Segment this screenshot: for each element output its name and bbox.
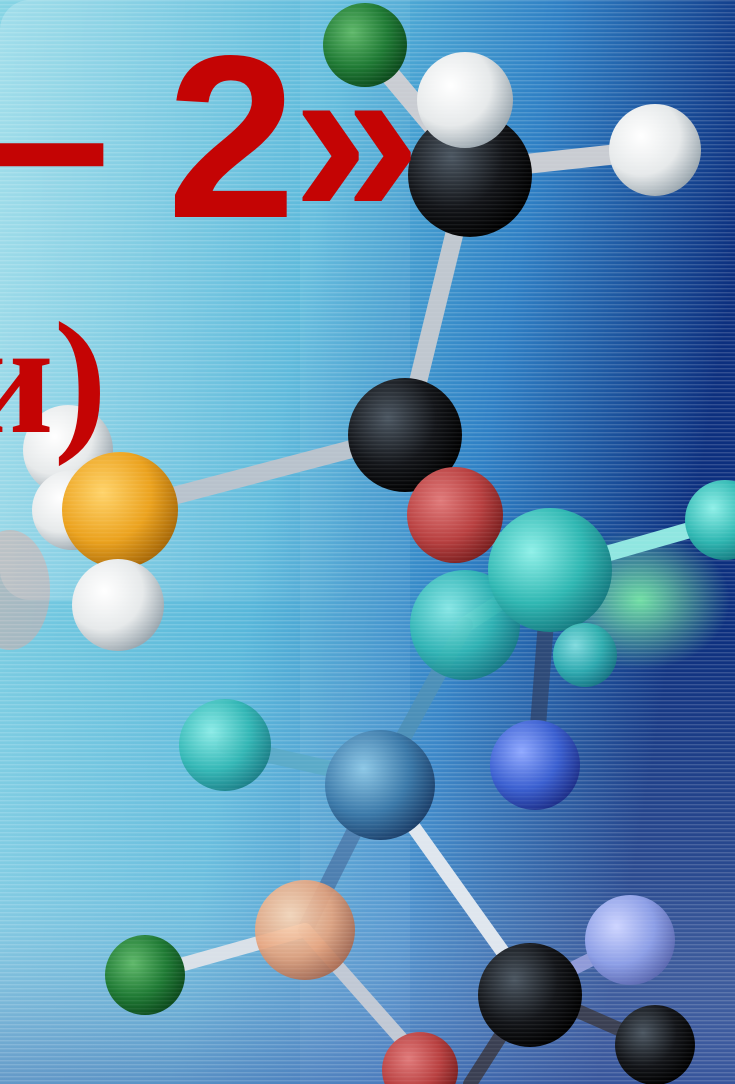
slide-title-line-1: – 2» <box>0 8 421 267</box>
slide-title-line-2: ки) <box>0 289 107 467</box>
